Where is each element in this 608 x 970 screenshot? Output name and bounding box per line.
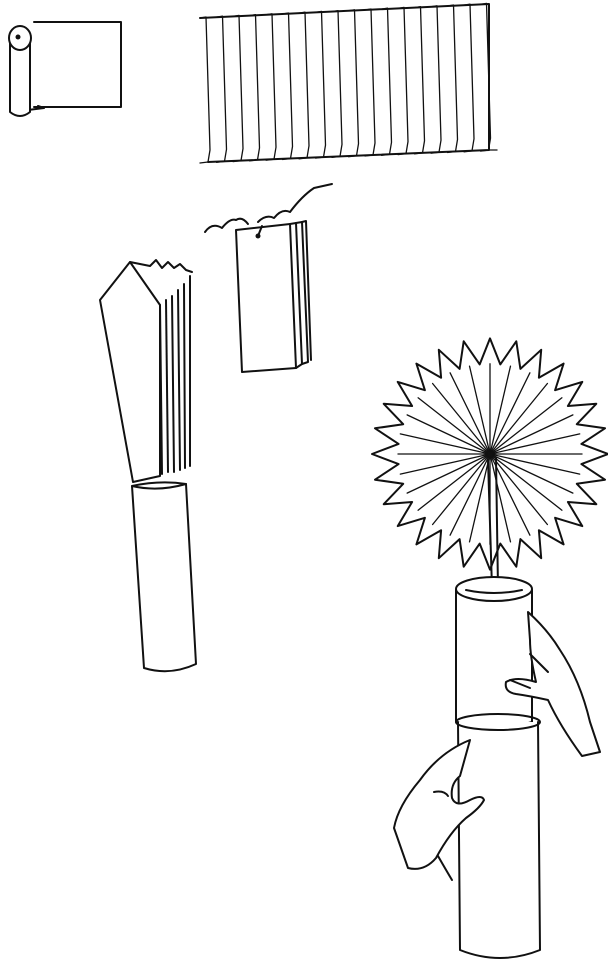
rosette-center xyxy=(487,451,493,457)
pleat-fold xyxy=(299,12,309,159)
pleat-fold xyxy=(266,14,276,160)
pleat-fold xyxy=(431,6,441,153)
rosette-pushed-up-from-telescoping-tubes-icon xyxy=(372,338,608,958)
pleat-fold xyxy=(382,8,392,155)
paper-sheet-and-roll-icon xyxy=(9,22,121,116)
fan-in-cardboard-tube-icon xyxy=(100,260,196,671)
pleat-fold xyxy=(415,7,425,154)
pleat-fold xyxy=(332,11,342,158)
pleat-fold xyxy=(250,15,260,161)
pleat-fold xyxy=(464,4,474,152)
pleat-fold xyxy=(398,7,408,154)
folded-stack-tied-with-string-icon xyxy=(205,184,332,372)
accordion-folded-paper-icon xyxy=(200,3,497,163)
pleat-fold xyxy=(233,15,243,161)
pleat-fold xyxy=(365,9,375,156)
pleat-fold xyxy=(448,5,458,153)
pleat-fold xyxy=(349,10,359,157)
pleat-fold xyxy=(283,13,293,160)
pleat-fold xyxy=(217,16,227,162)
pleat-fold xyxy=(316,11,326,158)
pleat-fold xyxy=(200,17,210,163)
